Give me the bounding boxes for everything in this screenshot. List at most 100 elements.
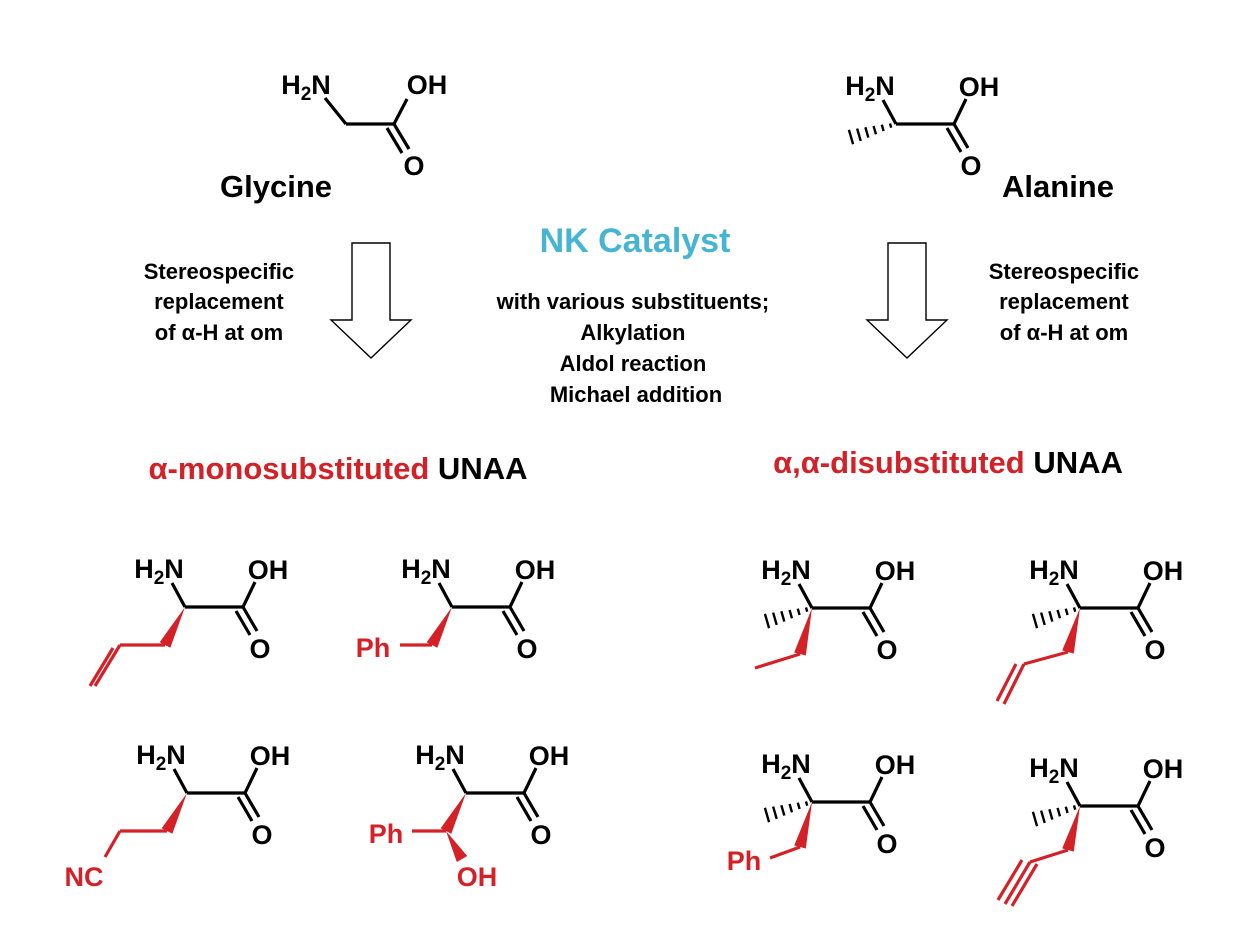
c-o-bond [243,792,261,818]
methyl-hash-bond [847,123,893,145]
hydroxyl-label: OH [407,70,448,100]
phenyl-label: Ph [369,819,404,849]
c-o-bond [522,792,540,818]
substituent-wedge [1062,806,1080,852]
mono-heading: α-monosubstituted UNAA [149,451,528,486]
alkene-bond [93,644,122,687]
c-o-double-bond [515,796,533,822]
ethyl-bond [754,652,801,670]
c-oh-bond [952,98,968,125]
c-o-bond [952,123,970,149]
alkene-bond [1002,663,1026,705]
carbonyl-o-label: O [960,151,981,181]
right-note: Stereospecific replacement of α-H at om [989,259,1146,345]
nitrile-label: NC [65,862,104,892]
c-oh-bond [868,582,884,609]
n-ca-bond [1065,781,1082,807]
glycine-name: Glycine [220,169,332,204]
amine-label: H2N [401,554,451,589]
catalyst-title: NK Catalyst [540,222,731,260]
carbonyl-o-label: O [251,820,272,850]
carbonyl-o-label: O [249,634,270,664]
c-o-double-bond [501,610,519,636]
benzyl-bond [769,845,801,860]
carbonyl-o-label: O [1144,833,1165,863]
n-ca-bond [172,768,189,794]
product-benzyl: H2N OH O Ph [727,749,916,876]
n-ca-bond [451,768,468,794]
substituent-wedge [1062,608,1080,654]
carbonyl-o-label: O [876,829,897,859]
chain-bond [1029,848,1069,864]
chain-bond [1023,650,1069,666]
hydroxyl-label: OH [515,555,556,585]
hydroxyl-label: OH [248,555,289,585]
alkyne-bond [1003,861,1032,905]
hydroxyl-label: OH [250,741,291,771]
c-oh-bond [508,581,524,608]
c-o-double-bond [385,127,404,154]
c-o-bond [392,123,411,150]
substituent-wedge [794,802,812,849]
c-o-double-bond [1129,809,1147,835]
left-down-arrow [329,242,413,359]
c-oh-bond [522,767,538,794]
n-ca-bond [170,582,187,608]
left-note: Stereospecific replacement of α-H at om [144,259,301,345]
c-oh-bond [243,767,259,794]
amine-label: H2N [1029,555,1079,590]
glycine-structure: H2N OH O [281,70,447,181]
amine-label: H2N [136,740,186,775]
n-ca-bond [437,582,454,608]
hydroxyl-label: OH [529,741,570,771]
amine-label: H2N [761,749,811,784]
c-o-double-bond [945,127,963,153]
c-o-bond [1136,607,1154,633]
c-o-bond [868,607,886,633]
c-o-double-bond [236,796,254,822]
catalyst-reactions: with various substituents; Alkylation Al… [496,289,776,407]
hydroxyl-substituent-label: OH [457,862,498,892]
methyl-hash-bond [1031,805,1077,827]
n-ca-bond [797,583,814,609]
hydroxyl-label: OH [875,750,916,780]
right-down-arrow [865,242,949,359]
product-propargyl: H2N OH O [996,753,1184,907]
substituent-wedge [159,607,185,648]
n-ca-bond [881,99,898,125]
hydroxyl-label: OH [1143,754,1184,784]
carbonyl-o-label: O [876,635,897,665]
amine-label: H2N [1029,753,1079,788]
n-c-bond [323,96,348,126]
hydroxyl-wedge [446,831,468,862]
c-o-bond [508,606,526,632]
amine-label: H2N [134,554,184,589]
c-oh-bond [868,776,884,803]
amine-label: H2N [415,740,465,775]
n-ca-bond [797,777,814,803]
carbonyl-o-label: O [516,634,537,664]
substituent-wedge [161,793,187,834]
alkyne-bond-2 [996,859,1024,901]
c-oh-bond [241,581,257,608]
c-o-bond [1136,805,1154,831]
alkene-double-bond [88,647,115,687]
amine-label: H2N [281,70,331,105]
di-heading: α,α-disubstituted UNAA [773,445,1123,480]
n-ca-bond [1065,583,1082,609]
alanine-name: Alanine [1002,169,1114,204]
nitrile-bond [103,830,122,858]
hydroxyl-label: OH [1143,556,1184,586]
phenyl-label: Ph [727,846,762,876]
carbonyl-o-label: O [403,151,424,181]
c-o-double-bond [234,610,252,636]
c-oh-bond [1136,780,1152,807]
